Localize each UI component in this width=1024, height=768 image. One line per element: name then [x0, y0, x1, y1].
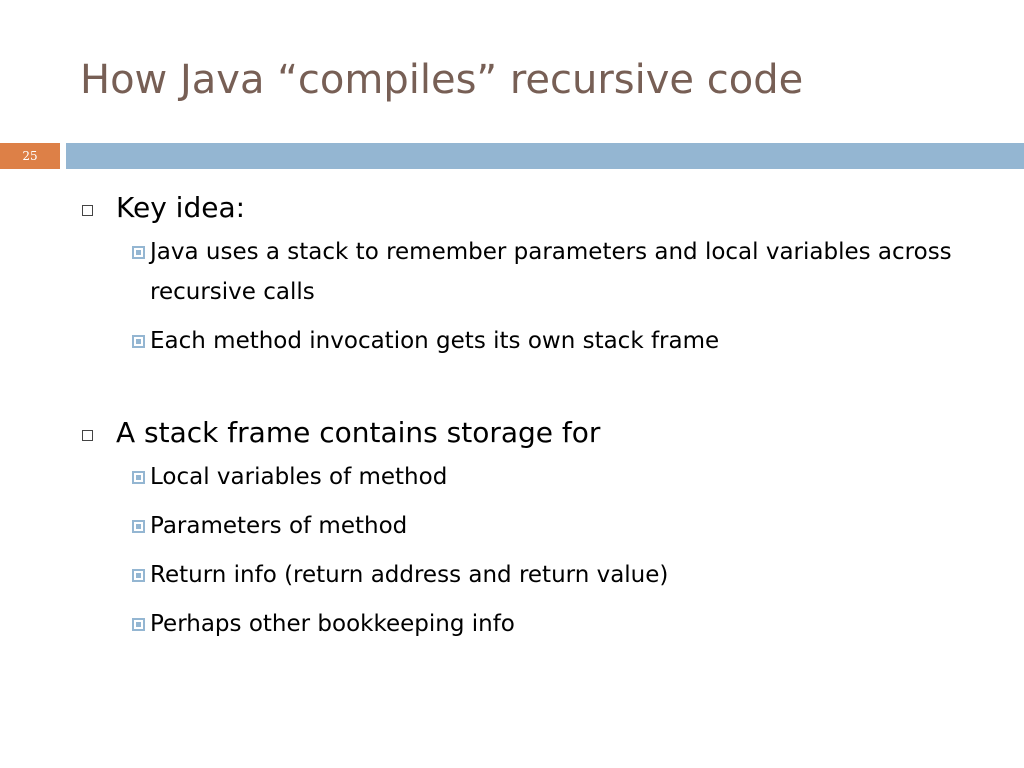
- sub-bullet-item: Perhaps other bookkeeping info: [132, 604, 978, 644]
- sub-bullet-item: Return info (return address and return v…: [132, 555, 978, 595]
- sub-bullet-item: Parameters of method: [132, 506, 978, 546]
- bullet-key-idea: Key idea: Java uses a stack to remember …: [78, 188, 978, 361]
- sub-bullet-text: Return info (return address and return v…: [150, 562, 669, 588]
- sub-bullet-item: Each method invocation gets its own stac…: [132, 321, 978, 361]
- square-bullet-icon: [132, 618, 145, 631]
- bullet-text: A stack frame contains storage for: [116, 416, 601, 449]
- square-bullet-icon: [132, 335, 145, 348]
- sub-bullet-text: Parameters of method: [150, 513, 408, 539]
- sub-bullet-text: Local variables of method: [150, 464, 448, 490]
- hollow-square-bullet-icon: [82, 430, 93, 441]
- hollow-square-bullet-icon: [82, 205, 93, 216]
- slide-title: How Java “compiles” recursive code: [80, 57, 804, 103]
- sub-bullet-text: Java uses a stack to remember parameters…: [150, 239, 952, 305]
- square-bullet-icon: [132, 569, 145, 582]
- square-bullet-icon: [132, 520, 145, 533]
- bullet-text: Key idea:: [116, 191, 246, 224]
- slide-content: Key idea: Java uses a stack to remember …: [78, 188, 978, 653]
- sub-bullet-list: Local variables of method Parameters of …: [132, 457, 978, 644]
- sub-bullet-text: Each method invocation gets its own stac…: [150, 328, 720, 354]
- slide-number: 25: [0, 143, 60, 169]
- sub-bullet-item: Java uses a stack to remember parameters…: [132, 232, 978, 312]
- title-rule-bar: [66, 143, 1024, 169]
- sub-bullet-item: Local variables of method: [132, 457, 978, 497]
- sub-bullet-list: Java uses a stack to remember parameters…: [132, 232, 978, 361]
- bullet-stack-frame: A stack frame contains storage for Local…: [78, 413, 978, 644]
- square-bullet-icon: [132, 471, 145, 484]
- sub-bullet-text: Perhaps other bookkeeping info: [150, 611, 515, 637]
- square-bullet-icon: [132, 246, 145, 259]
